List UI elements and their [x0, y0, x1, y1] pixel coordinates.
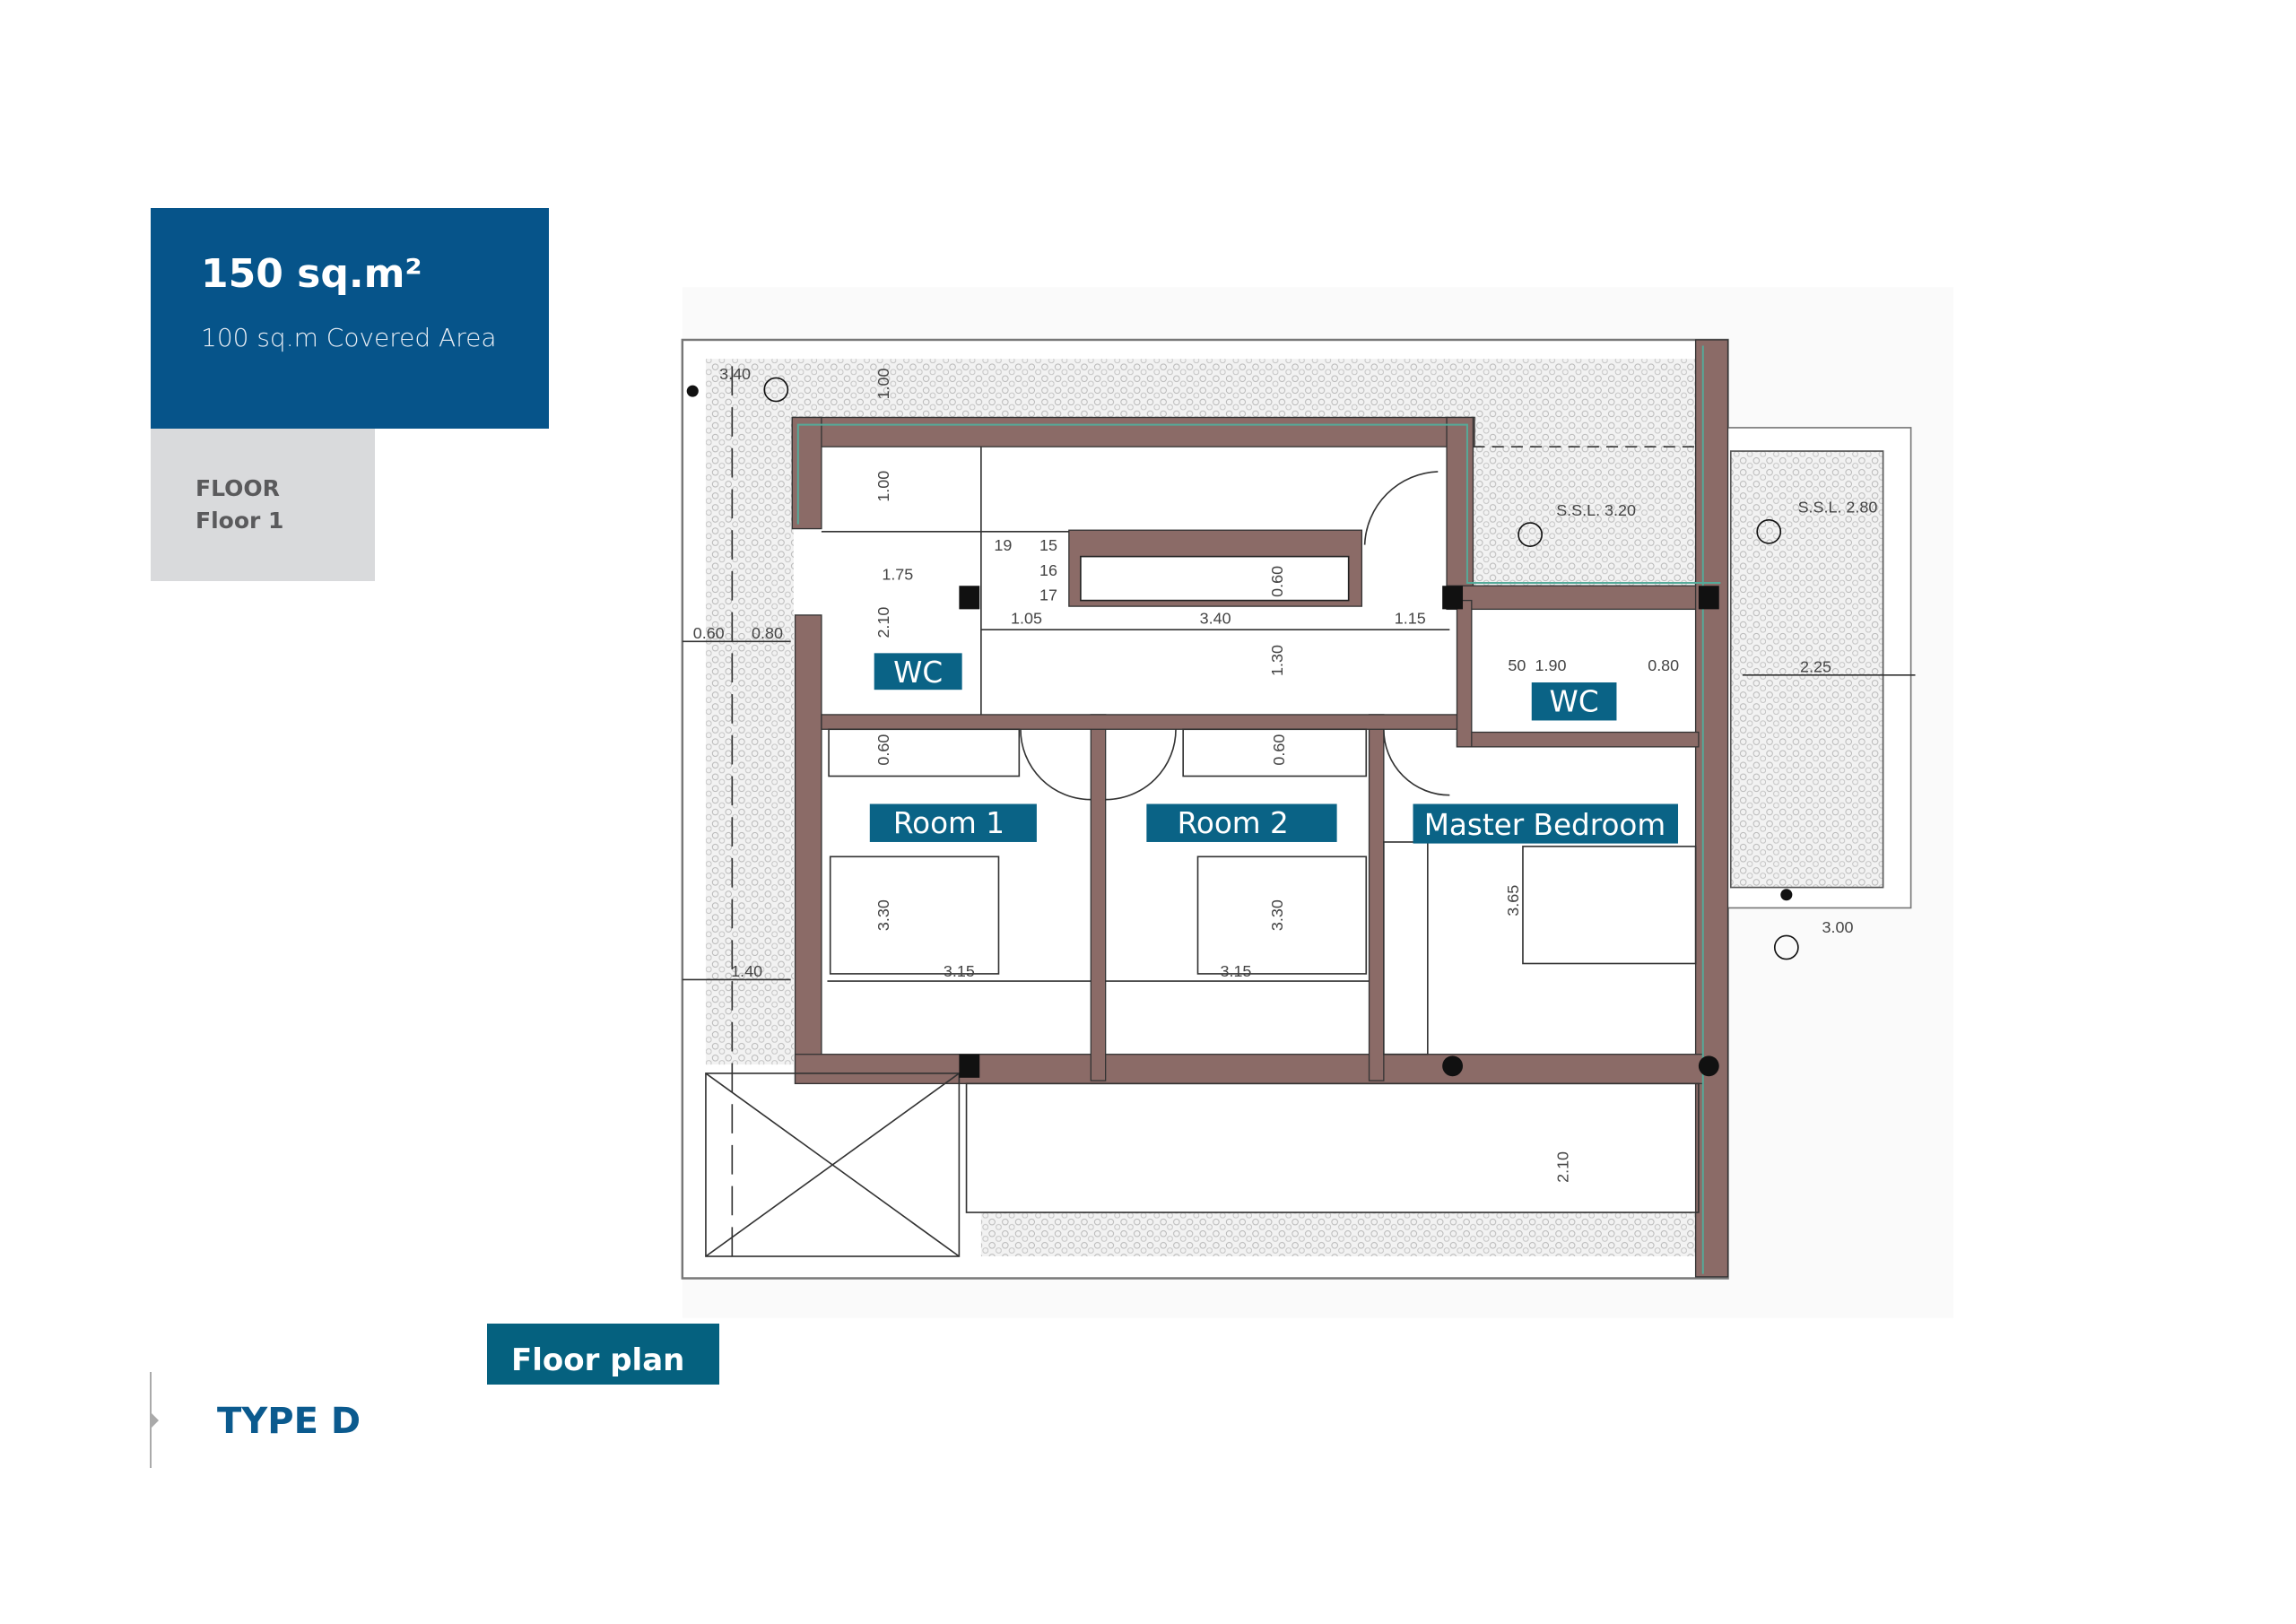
insulation-lines: [796, 345, 1721, 1274]
dimension-label: 16: [1039, 561, 1057, 579]
dimension-label: 15: [1039, 536, 1057, 554]
svg-text:WC: WC: [893, 656, 943, 690]
dimension-label: 1.00: [874, 471, 892, 502]
floor-info-box: FLOOR Floor 1: [151, 429, 375, 581]
dimension-label: 0.60: [1270, 734, 1288, 766]
dimension-label: 3.65: [1504, 885, 1522, 916]
dimension-label: 1.75: [882, 566, 913, 584]
dimension-label: 0.80: [752, 624, 783, 642]
total-area: 150 sq.m²: [201, 251, 422, 297]
dimension-label: 3.15: [944, 962, 975, 980]
stair-void: [1080, 555, 1350, 602]
room-label-master-bedroom: Master Bedroom: [1413, 803, 1679, 844]
dimension-label: 1.15: [1395, 610, 1426, 628]
dimension-label: 50: [1508, 656, 1526, 674]
dimension-label: 2.10: [874, 607, 892, 638]
room-label-room-2: Room 2: [1146, 803, 1337, 842]
dimension-label: 3.40: [719, 365, 751, 383]
svg-text:Room 1: Room 1: [893, 806, 1004, 840]
room-label-room-1: Room 1: [869, 803, 1037, 842]
dimension-label: 1.30: [1268, 645, 1286, 676]
floor-value: Floor 1: [196, 508, 284, 534]
covered-area: 100 sq.m Covered Area: [201, 323, 497, 352]
gravel-areas: [705, 359, 1912, 1257]
floor-label: FLOOR: [196, 475, 280, 501]
svg-text:WC: WC: [1550, 685, 1599, 719]
dimension-label: 0.60: [874, 734, 892, 766]
dimension-label: 19: [994, 536, 1012, 554]
dimension-labels: 3.40 1.00 1.00 1.75 2.10 0.60 0.80 19 15 16 17 1.05…: [693, 365, 1878, 1183]
area-summary-box: 150 sq.m² 100 sq.m Covered Area: [151, 208, 549, 429]
svg-text:Master Bedroom: Master Bedroom: [1424, 808, 1665, 842]
room-label-wc-2: WC: [1531, 682, 1617, 721]
dimension-label: 0.60: [693, 624, 725, 642]
dimension-label: 1.00: [874, 368, 892, 399]
type-divider: [150, 1372, 152, 1468]
dimension-label: S.S.L. 2.80: [1798, 499, 1878, 517]
level-markers: [763, 377, 1799, 960]
room-label-wc-1: WC: [874, 653, 962, 690]
dimension-label: 2.10: [1554, 1151, 1572, 1183]
dimension-label: 1.05: [1011, 610, 1042, 628]
type-arrow-icon: [152, 1413, 159, 1428]
dimension-label: 3.30: [874, 899, 892, 931]
dimension-label: S.S.L. 3.20: [1556, 501, 1636, 519]
dimension-label: 3.00: [1822, 918, 1854, 936]
dimension-label: 3.15: [1220, 962, 1251, 980]
dimension-label: 3.30: [1268, 899, 1286, 931]
svg-text:Room 2: Room 2: [1178, 806, 1289, 840]
dimension-label: 1.40: [731, 962, 762, 980]
columns: [686, 385, 1793, 1078]
dimension-label: 0.80: [1648, 656, 1679, 674]
type-title: TYPE D: [217, 1401, 361, 1442]
dimension-label: 1.90: [1535, 656, 1567, 674]
dimension-label: 17: [1039, 586, 1057, 604]
dimension-label: 0.60: [1268, 566, 1286, 597]
dimension-label: 3.40: [1200, 610, 1231, 628]
floor-plan-button[interactable]: Floor plan: [487, 1324, 719, 1385]
interior-lines: [682, 366, 1916, 1260]
dimension-label: 2.25: [1800, 658, 1831, 676]
